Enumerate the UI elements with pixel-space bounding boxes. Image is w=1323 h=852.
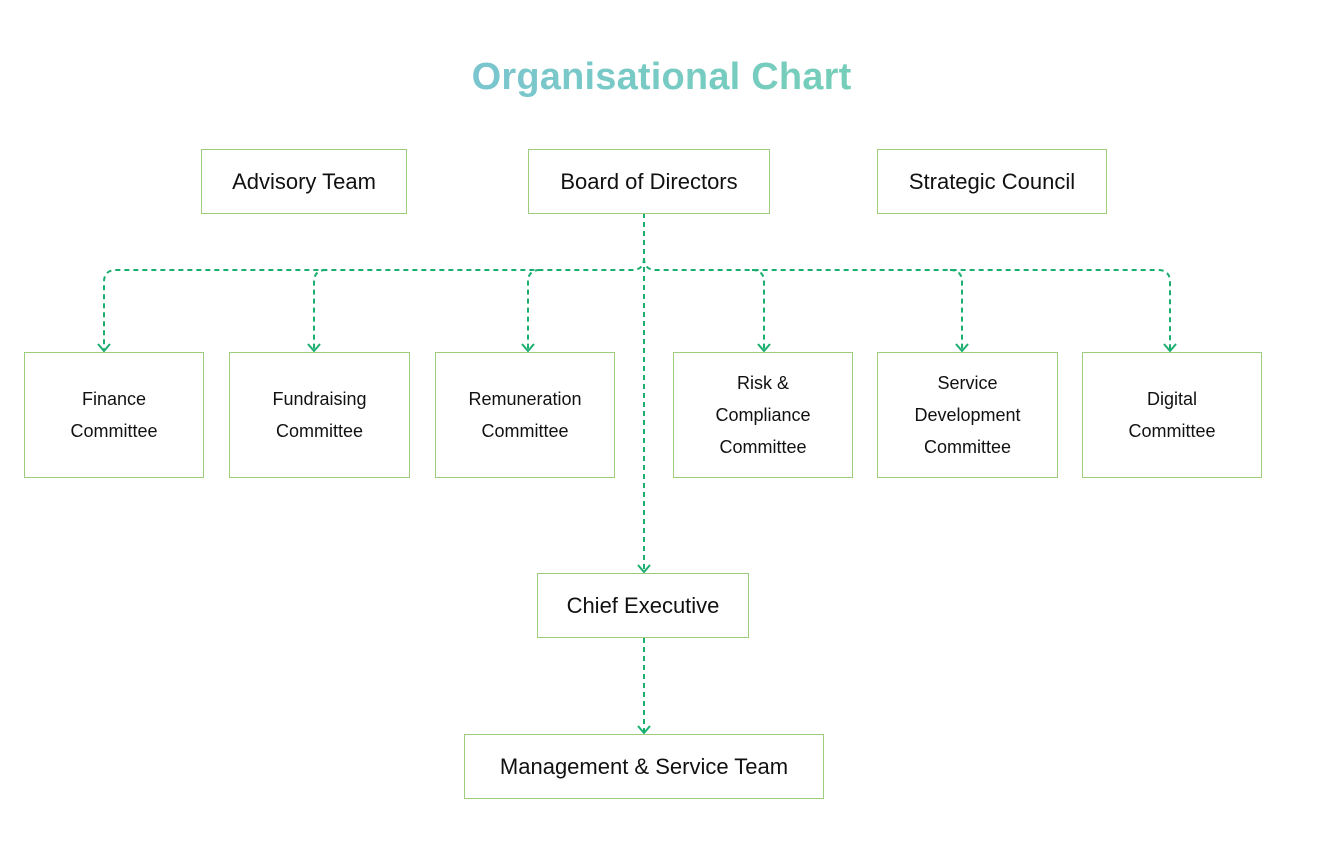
connector-risk bbox=[751, 269, 765, 350]
node-risk-compliance-committee[interactable]: Risk & Compliance Committee bbox=[673, 352, 853, 478]
node-management-service-team[interactable]: Management & Service Team bbox=[464, 734, 824, 799]
arrow-digital-icon bbox=[1163, 343, 1177, 353]
node-label: Board of Directors bbox=[560, 168, 738, 194]
node-digital-committee[interactable]: Digital Committee bbox=[1082, 352, 1262, 478]
connector-service bbox=[949, 269, 963, 350]
chart-title: Organisational Chart bbox=[0, 52, 1323, 102]
node-label-line: Finance bbox=[81, 389, 147, 409]
node-label-line: Fundraising bbox=[272, 389, 367, 409]
node-label: Management & Service Team bbox=[499, 753, 789, 779]
arrow-finance-icon bbox=[97, 343, 111, 353]
connector-right-bus bbox=[643, 257, 1171, 350]
arrow-service-icon bbox=[955, 343, 969, 353]
node-label-line: Committee bbox=[1128, 421, 1216, 441]
node-label: Chief Executive bbox=[566, 592, 720, 618]
node-board-of-directors[interactable]: Board of Directors bbox=[528, 149, 770, 214]
arrow-chief-icon bbox=[637, 564, 651, 574]
node-advisory-team[interactable]: Advisory Team bbox=[201, 149, 407, 214]
node-label-line: Digital bbox=[1146, 389, 1198, 409]
node-label-line: Risk & bbox=[736, 373, 789, 393]
node-service-development-committee[interactable]: Service Development Committee bbox=[877, 352, 1058, 478]
node-finance-committee[interactable]: Finance Committee bbox=[24, 352, 204, 478]
node-label-line: Committee bbox=[70, 421, 158, 441]
node-chief-executive[interactable]: Chief Executive bbox=[537, 573, 749, 638]
arrow-remuneration-icon bbox=[521, 343, 535, 353]
arrow-risk-icon bbox=[757, 343, 771, 353]
node-label-line: Remuneration bbox=[468, 389, 582, 409]
node-label-line: Compliance bbox=[715, 405, 811, 425]
node-label-line: Development bbox=[914, 405, 1021, 425]
node-label-line: Committee bbox=[481, 421, 569, 441]
connector-remuneration bbox=[527, 269, 541, 350]
node-label-line: Committee bbox=[275, 421, 364, 441]
node-label-line: Committee bbox=[923, 437, 1012, 457]
node-fundraising-committee[interactable]: Fundraising Committee bbox=[229, 352, 410, 478]
node-label-line: Committee bbox=[719, 437, 807, 457]
node-remuneration-committee[interactable]: Remuneration Committee bbox=[435, 352, 615, 478]
connector-finance bbox=[103, 257, 645, 350]
node-label: Strategic Council bbox=[908, 168, 1076, 194]
connector-fundraising bbox=[313, 269, 327, 350]
node-label: Advisory Team bbox=[232, 168, 376, 194]
node-strategic-council[interactable]: Strategic Council bbox=[877, 149, 1107, 214]
node-label-line: Service bbox=[937, 373, 998, 393]
arrow-fundraising-icon bbox=[307, 343, 321, 353]
arrow-management-icon bbox=[637, 725, 651, 735]
